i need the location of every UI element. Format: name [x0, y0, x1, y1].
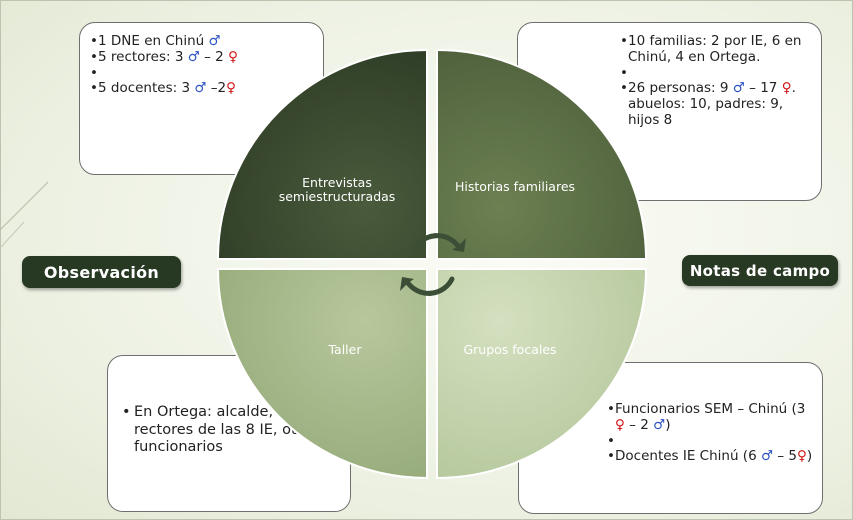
- box-entrevistas-details: 1 DNE en Chinú ♂ 5 rectores: 3 ♂ – 2 ♀ 5…: [79, 22, 324, 175]
- list-item: 26 personas: 9 ♂ – 17 ♀. abuelos: 10, pa…: [620, 80, 809, 128]
- list-item: En Ortega: alcalde, SEM, rectores de las…: [122, 404, 342, 457]
- list-item: 5 docentes: 3 ♂ –2♀: [90, 80, 313, 96]
- notas-de-campo-label: Notas de campo: [682, 255, 838, 286]
- list-item: 5 rectores: 3 ♂ – 2 ♀: [90, 49, 313, 65]
- quadrant-label-taller-front: Taller: [328, 342, 362, 357]
- box-grupos-details: Funcionarios SEM – Chinú (3 ♀ – 2 ♂) Doc…: [518, 362, 823, 514]
- box-historias-details: 10 familias: 2 por IE, 6 en Chinú, 4 en …: [517, 22, 822, 201]
- list-item: 10 familias: 2 por IE, 6 en Chinú, 4 en …: [620, 33, 809, 65]
- quadrant-label-entrevistas-front: Entrevistas semiestructuradas: [278, 175, 396, 204]
- list-item: Funcionarios SEM – Chinú (3 ♀ – 2 ♂): [607, 401, 814, 433]
- quadrant-label-historias-front: Historias familiares: [454, 179, 576, 194]
- quadrant-label-grupos-front: Grupos focales: [463, 342, 557, 357]
- observacion-label: Observación: [22, 256, 181, 288]
- list-item: Docentes IE Chinú (6 ♂ – 5♀): [607, 448, 814, 464]
- box-taller-details: En Ortega: alcalde, SEM, rectores de las…: [107, 355, 351, 512]
- list-item: 1 DNE en Chinú ♂: [90, 33, 313, 49]
